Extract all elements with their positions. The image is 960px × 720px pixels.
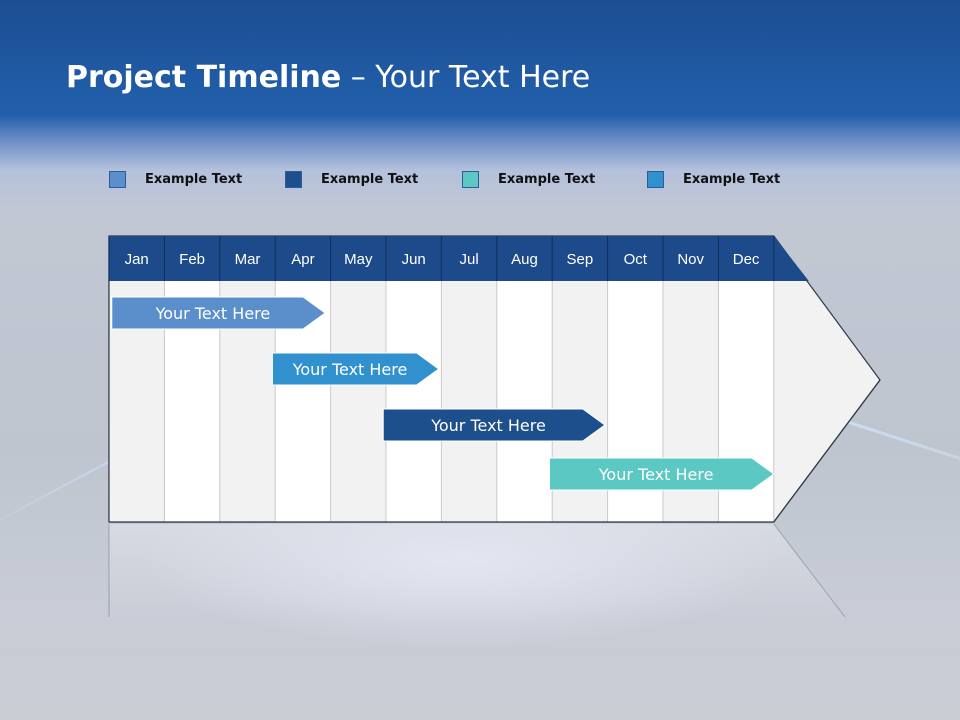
month-header-band	[109, 236, 809, 281]
task-bar	[271, 352, 440, 386]
month-column	[330, 281, 386, 522]
legend-swatch	[285, 171, 302, 188]
month-label: Jan	[125, 251, 149, 268]
month-label: Dec	[733, 251, 760, 268]
task-label: Your Text Here	[292, 360, 408, 379]
legend-swatch	[462, 171, 479, 188]
month-label: Jun	[402, 251, 426, 268]
month-column	[441, 281, 497, 522]
task-label: Your Text Here	[598, 465, 714, 484]
legend-label: Example Text	[498, 172, 596, 187]
legend-label: Example Text	[683, 172, 781, 187]
reflection-edge-right	[773, 523, 846, 618]
task-label: Your Text Here	[430, 416, 546, 435]
month-column	[496, 281, 553, 522]
task-bar	[548, 457, 775, 491]
title-bold: Project Timeline	[66, 60, 342, 95]
month-label: Mar	[235, 251, 261, 268]
month-label: Oct	[624, 251, 648, 268]
timeline-reflection	[108, 523, 846, 622]
task-bar	[382, 408, 606, 442]
legend-swatch	[647, 171, 664, 188]
title-rest: – Your Text Here	[341, 60, 591, 95]
month-label: May	[344, 251, 373, 268]
legend-label: Example Text	[145, 172, 243, 187]
month-header: Jan Feb Mar Apr May Jun Jul Aug Sep Oct Nov Dec	[108, 236, 809, 281]
arrow-lower-edge	[773, 379, 881, 523]
month-label: Nov	[677, 251, 704, 268]
month-label: Sep	[567, 251, 594, 268]
month-label: Apr	[291, 251, 314, 268]
reflection-fill	[109, 524, 845, 622]
legend-swatch	[109, 171, 126, 188]
month-label: Aug	[511, 251, 538, 268]
slide-title: Project Timeline – Your Text Here	[66, 60, 590, 95]
task-bar	[111, 296, 326, 330]
month-label: Jul	[460, 251, 479, 268]
month-column	[386, 281, 442, 522]
month-label: Feb	[179, 251, 205, 268]
task-label: Your Text Here	[155, 304, 271, 323]
legend-label: Example Text	[321, 172, 419, 187]
